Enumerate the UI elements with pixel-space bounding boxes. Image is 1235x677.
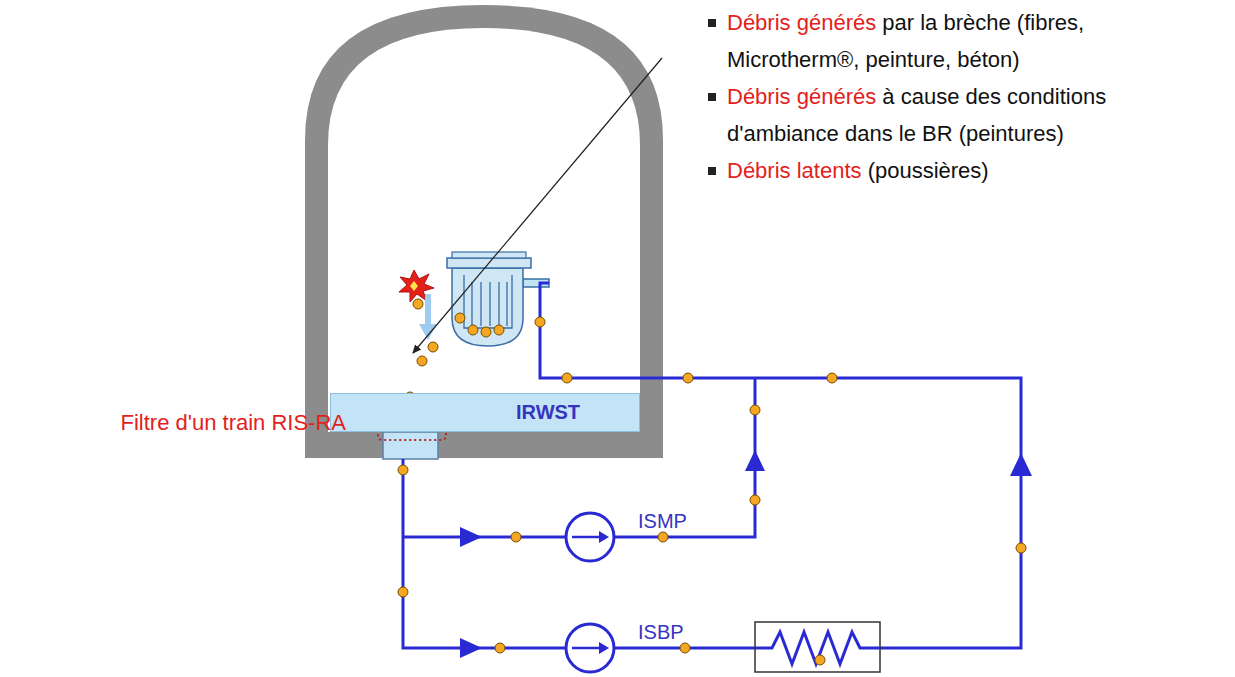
break-burst-core — [410, 281, 418, 291]
bullet-square — [708, 93, 716, 101]
leader-line — [413, 58, 662, 353]
leak-arrow — [425, 294, 431, 326]
debris-type: Débris générés — [727, 84, 876, 109]
debris-dot — [378, 299, 1026, 665]
pump-symbol — [566, 624, 614, 672]
pump-label: ISBP — [638, 621, 684, 644]
filter-label: Filtre d'un train RIS-RA — [121, 410, 347, 436]
leak-arrow-head — [419, 324, 437, 340]
debris-type: Débris latents — [727, 158, 862, 183]
pipes — [403, 283, 1021, 648]
reactor-vessel — [447, 252, 549, 346]
containment-inside — [328, 28, 640, 432]
debris-type: Débris générés — [727, 10, 876, 35]
pump-label: ISMP — [638, 510, 687, 533]
pump-symbol — [566, 513, 614, 561]
tank-label: IRWST — [516, 401, 580, 424]
containment-wall — [305, 5, 663, 458]
sump-box — [383, 432, 438, 459]
tank-band: IRWST — [330, 393, 640, 432]
bullet-item: Débris générés à cause des conditions d'… — [727, 78, 1222, 152]
bullet-item: Débris latents (poussières) — [727, 152, 1222, 189]
debris-detail: (poussières) — [868, 158, 989, 183]
bullet-square — [708, 167, 716, 175]
bullet-square — [708, 19, 716, 27]
bullet-item: Débris générés par la brèche (fibres, Mi… — [727, 4, 1222, 78]
heat-exchanger — [755, 622, 880, 672]
check-valve — [460, 450, 1032, 658]
